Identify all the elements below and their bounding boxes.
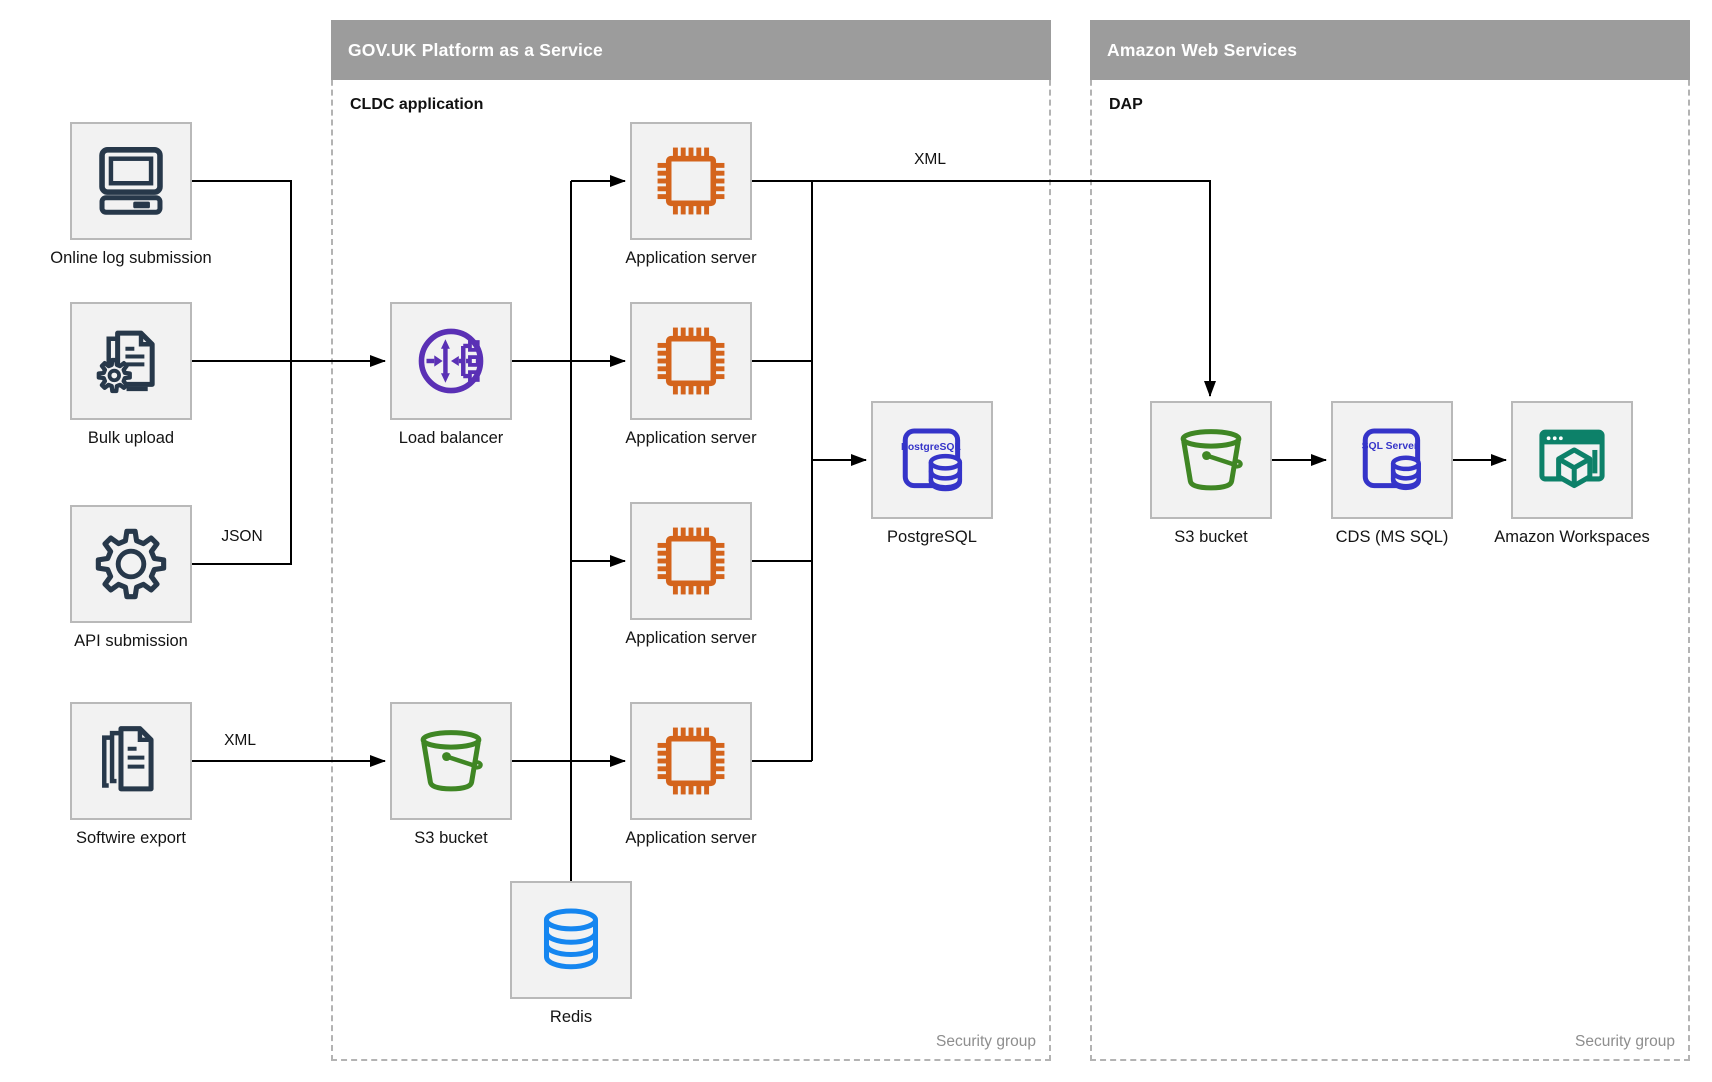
gear-icon [92, 525, 170, 603]
container-sublabel-dap: DAP [1109, 96, 1143, 113]
svg-text:PostgreSQL: PostgreSQL [901, 442, 962, 453]
node-cds-ms-sql: SQL Server [1331, 401, 1453, 519]
node-online-log-submission [70, 122, 192, 240]
node-label-load-balancer: Load balancer [398, 429, 504, 447]
processor-chip-icon [652, 722, 730, 800]
postgresql-icon: PostgreSQL [893, 421, 971, 499]
document-gear-icon [92, 322, 170, 400]
node-label-app-server-1: Application server [625, 249, 757, 267]
node-app-server-2 [630, 302, 752, 420]
node-label-s3-bucket-aws: S3 bucket [1174, 528, 1248, 546]
svg-text:SQL Server: SQL Server [1362, 441, 1418, 452]
processor-chip-icon [652, 142, 730, 220]
node-postgresql: PostgreSQL [871, 401, 993, 519]
node-label-postgresql: PostgreSQL [887, 528, 977, 546]
node-app-server-4 [630, 702, 752, 820]
node-app-server-1 [630, 122, 752, 240]
container-header-aws: Amazon Web Services [1090, 20, 1690, 80]
load-balancer-icon [412, 322, 490, 400]
node-label-app-server-2: Application server [625, 429, 757, 447]
node-label-api-submission: API submission [74, 632, 188, 650]
workspaces-icon [1533, 421, 1611, 499]
node-label-cds-ms-sql: CDS (MS SQL) [1335, 528, 1449, 546]
node-label-online-log-submission: Online log submission [50, 249, 212, 267]
edge-label-xml-softwire: XML [220, 732, 260, 750]
container-title: Amazon Web Services [1107, 40, 1298, 60]
sql-server-icon: SQL Server [1353, 421, 1431, 499]
node-s3-bucket-paas [390, 702, 512, 820]
node-label-s3-bucket-paas: S3 bucket [414, 829, 488, 847]
container-sublabel-cldc: CLDC application [350, 96, 484, 113]
node-softwire-export [70, 702, 192, 820]
node-bulk-upload [70, 302, 192, 420]
node-s3-bucket-aws [1150, 401, 1272, 519]
container-header-govuk: GOV.UK Platform as a Service [331, 20, 1051, 80]
s3-bucket-icon [412, 722, 490, 800]
computer-icon [92, 142, 170, 220]
node-label-amazon-workspaces: Amazon Workspaces [1494, 528, 1650, 546]
node-load-balancer [390, 302, 512, 420]
database-cylinder-icon [532, 901, 610, 979]
node-app-server-3 [630, 502, 752, 620]
node-label-redis: Redis [549, 1008, 593, 1026]
node-label-softwire-export: Softwire export [75, 829, 187, 847]
processor-chip-icon [652, 522, 730, 600]
stacked-documents-icon [92, 722, 170, 800]
s3-bucket-icon [1172, 421, 1250, 499]
edge-label-xml-to-aws: XML [910, 151, 950, 169]
node-label-app-server-4: Application server [625, 829, 757, 847]
node-label-bulk-upload: Bulk upload [87, 429, 175, 447]
security-group-label: Security group [936, 1033, 1036, 1050]
container-govuk-paas: GOV.UK Platform as a Service CLDC applic… [331, 20, 1051, 1061]
security-group-label: Security group [1575, 1033, 1675, 1050]
edge-label-json: JSON [217, 528, 267, 546]
container-title: GOV.UK Platform as a Service [348, 40, 603, 60]
node-redis [510, 881, 632, 999]
node-amazon-workspaces [1511, 401, 1633, 519]
node-label-app-server-3: Application server [625, 629, 757, 647]
processor-chip-icon [652, 322, 730, 400]
node-api-submission [70, 505, 192, 623]
container-aws: Amazon Web Services DAP Security group [1090, 20, 1690, 1061]
